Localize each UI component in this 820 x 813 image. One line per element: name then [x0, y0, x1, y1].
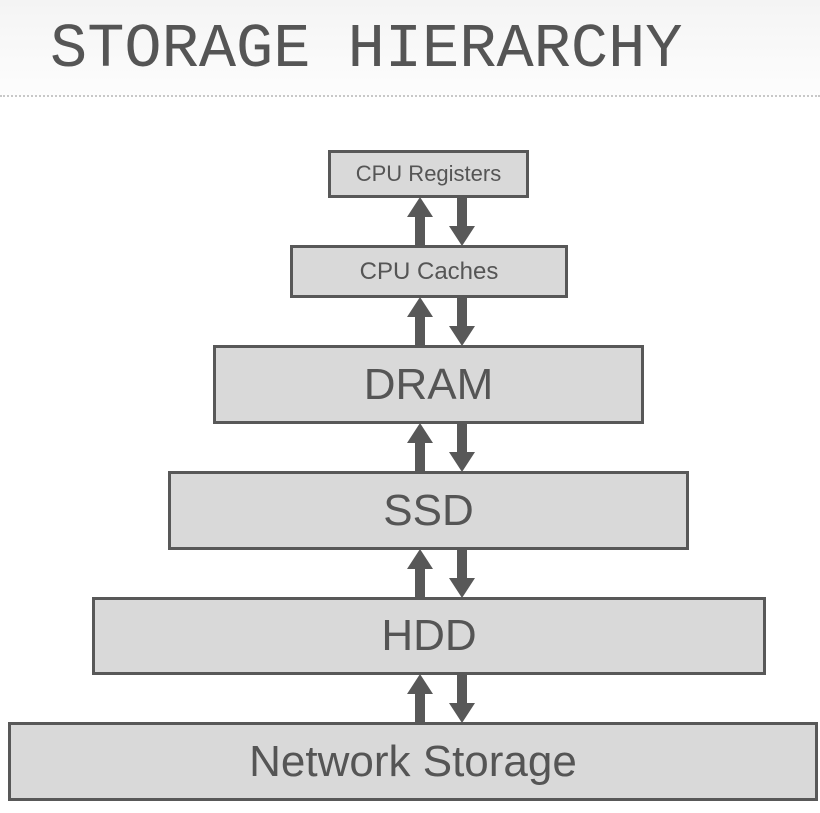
arrow-down-icon: [449, 549, 475, 598]
arrow-up-icon: [407, 674, 433, 723]
arrow-down-icon: [449, 423, 475, 472]
level-dram: DRAM: [213, 345, 644, 424]
level-hdd: HDD: [92, 597, 766, 675]
arrow-up-icon: [407, 197, 433, 246]
level-ssd: SSD: [168, 471, 689, 550]
level-cpu-caches: CPU Caches: [290, 245, 568, 298]
arrow-up-icon: [407, 549, 433, 598]
dotted-divider: [0, 95, 820, 97]
arrow-up-icon: [407, 297, 433, 346]
arrow-down-icon: [449, 674, 475, 723]
slide-header: STORAGE HIERARCHY: [0, 0, 820, 96]
arrow-up-icon: [407, 423, 433, 472]
level-network-storage: Network Storage: [8, 722, 818, 801]
slide-title: STORAGE HIERARCHY: [50, 14, 683, 85]
level-cpu-registers: CPU Registers: [328, 150, 529, 198]
arrow-down-icon: [449, 197, 475, 246]
arrow-down-icon: [449, 297, 475, 346]
